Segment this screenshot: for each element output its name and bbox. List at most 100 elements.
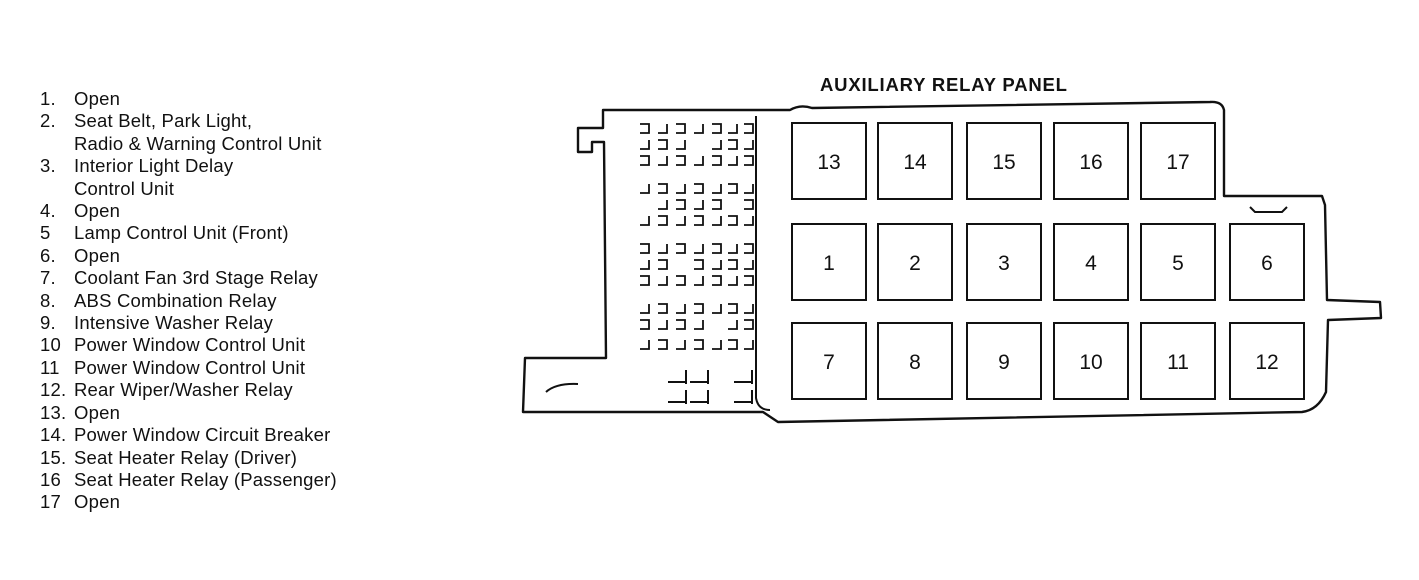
relay-number: 5 (1172, 252, 1184, 275)
fuse-contact-icon (694, 215, 704, 226)
relay-number: 8 (909, 351, 921, 374)
legend-item: 15.Seat Heater Relay (Driver) (40, 447, 337, 469)
fuse-contact-icon (744, 243, 754, 254)
fuse-contact-icon (712, 260, 722, 270)
legend-text: Lamp Control Unit (Front) (74, 222, 289, 244)
relay-number: 7 (823, 351, 835, 374)
relay-number: 4 (1085, 252, 1097, 275)
legend-text: Open (74, 244, 121, 266)
fuse-contact-icon (640, 275, 650, 286)
fuse-contact-icon (712, 304, 722, 314)
relay-number: 16 (1079, 151, 1102, 174)
connector-bracket-icon (668, 370, 687, 384)
fuse-contact-icon (676, 319, 686, 330)
fuse-contact-icon (658, 320, 668, 330)
fuse-contact-icon (640, 340, 650, 350)
legend-number: 5 (40, 222, 51, 244)
legend-item: 6.Open (40, 245, 337, 267)
legend-item: 8.ABS Combination Relay (40, 290, 337, 312)
fuse-contact-icon (658, 244, 668, 254)
relay-socket-7 (791, 322, 867, 400)
fuse-contact-icon (658, 183, 668, 194)
fuse-contact-icon (728, 303, 738, 314)
fuse-contact-icon (658, 156, 668, 166)
relay-number: 13 (817, 151, 840, 174)
relay-number: 11 (1167, 351, 1189, 374)
legend-item: 17 Open (40, 491, 337, 513)
connector-bracket-icon (734, 390, 753, 404)
legend-text: Open (74, 401, 121, 423)
relay-socket-10 (1053, 322, 1129, 400)
fuse-contact-icon (712, 340, 722, 350)
fuse-contact-icon (728, 156, 738, 166)
relay-socket-6 (1229, 223, 1305, 301)
fuse-contact-icon (676, 140, 686, 150)
fuse-contact-icon (694, 200, 704, 210)
legend-number: 11 (40, 356, 60, 378)
legend-text: ABS Combination Relay (74, 289, 277, 311)
legend-number: 15. (40, 446, 67, 468)
legend-number: 17 (40, 491, 61, 513)
fuse-contact-icon (640, 304, 650, 314)
relay-number: 17 (1166, 151, 1189, 174)
panel-tab (1249, 206, 1288, 213)
relay-socket-17 (1140, 122, 1216, 200)
fuse-contact-icon (694, 124, 704, 134)
relay-socket-12 (1229, 322, 1305, 400)
legend-text: Coolant Fan 3rd Stage Relay (74, 267, 318, 289)
legend-item: 14.Power Window Circuit Breaker (40, 424, 337, 446)
panel-title: AUXILIARY RELAY PANEL (820, 74, 1068, 95)
fuse-contact-icon (728, 259, 738, 270)
legend-number: 13. (40, 401, 67, 423)
fuse-contact-icon (658, 259, 668, 270)
fuse-contact-icon (640, 216, 650, 226)
fuse-contact-icon (640, 319, 650, 330)
fuse-contact-icon (712, 140, 722, 150)
fuse-contact-icon (728, 244, 738, 254)
legend-text: Open (74, 491, 121, 513)
fuse-contact-icon (744, 340, 754, 350)
relay-number: 3 (998, 252, 1010, 275)
connector-bracket-icon (690, 390, 709, 404)
fuse-contact-icon (640, 184, 650, 194)
fuse-contact-icon (694, 183, 704, 194)
fuse-contact-icon (712, 243, 722, 254)
fuse-contact-icon (744, 155, 754, 166)
fuse-contact-icon (676, 199, 686, 210)
fuse-contact-icon (676, 184, 686, 194)
fuse-contact-icon (744, 260, 754, 270)
fuse-contact-icon (658, 303, 668, 314)
fuse-contact-icon (728, 124, 738, 134)
relay-socket-9 (966, 322, 1042, 400)
fuse-contact-icon (676, 304, 686, 314)
legend-text: Control Unit (74, 177, 175, 199)
connector-bracket-icon (734, 370, 753, 384)
fuse-contact-icon (744, 140, 754, 150)
relay-number: 12 (1255, 351, 1278, 374)
legend-text: Seat Heater Relay (Passenger) (74, 468, 337, 490)
legend-item: 5 Lamp Control Unit (Front) (40, 222, 337, 244)
fuse-contact-icon (744, 199, 754, 210)
legend-item: 1.Open (40, 88, 337, 110)
legend-item: 2.Seat Belt, Park Light,Radio & Warning … (40, 110, 337, 155)
fuse-contact-icon (676, 216, 686, 226)
fuse-contact-icon (694, 156, 704, 166)
legend-number: 7. (40, 267, 56, 289)
fuse-contact-icon (728, 183, 738, 194)
legend-text: Interior Light Delay (74, 155, 234, 177)
fuse-contact-icon (744, 216, 754, 226)
legend-text: Open (74, 200, 121, 222)
fuse-contact-icon (744, 275, 754, 286)
fuse-contact-icon (694, 339, 704, 350)
relay-number: 14 (903, 151, 927, 174)
legend-text: Radio & Warning Control Unit (74, 132, 322, 154)
fuse-contact-icon (658, 339, 668, 350)
fuse-contact-icon (728, 276, 738, 286)
fuse-contact-icon (658, 215, 668, 226)
relay-socket-3 (966, 223, 1042, 301)
relay-number: 6 (1261, 252, 1273, 275)
